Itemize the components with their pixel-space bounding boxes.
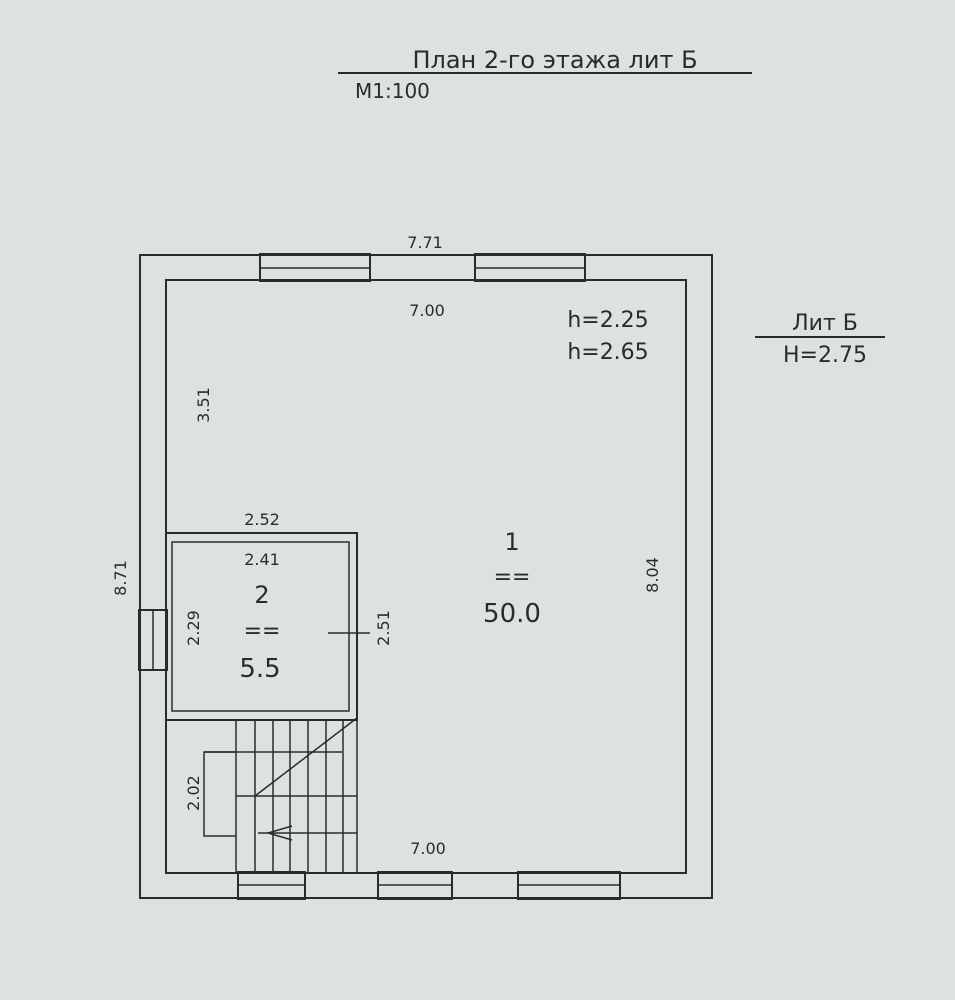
legend-height: H=2.75 — [783, 343, 867, 368]
dim-room2-outer-width: 2.52 — [244, 510, 280, 529]
arrow-left-icon — [265, 825, 293, 841]
window-top-2 — [474, 253, 586, 282]
dim-outer-depth: 8.71 — [111, 560, 130, 596]
height-1: h=2.25 — [567, 308, 648, 333]
room-1-number: 1 — [504, 528, 519, 556]
staircase — [203, 717, 358, 873]
dim-inner-depth: 8.04 — [643, 557, 662, 593]
room-2-walls — [165, 532, 358, 721]
room-2-area: 5.5 — [239, 654, 280, 684]
dim-room2-inner-width: 2.41 — [244, 550, 280, 569]
windows — [138, 253, 621, 900]
dim-room2-depth: 2.29 — [184, 610, 203, 646]
room-1-separator: == — [494, 565, 531, 590]
legend-label: Лит Б — [792, 311, 858, 336]
window-top-1 — [259, 253, 371, 282]
plan-scale: М1:100 — [355, 79, 430, 103]
window-bottom-1 — [237, 871, 306, 900]
dim-left-upper: 3.51 — [194, 387, 213, 423]
room-2-separator: == — [244, 619, 281, 644]
room-2-number: 2 — [254, 581, 269, 609]
dim-inner-width-top: 7.00 — [409, 301, 445, 320]
window-bottom-3 — [517, 871, 621, 900]
window-bottom-2 — [377, 871, 453, 900]
plan-title: План 2-го этажа лит Б — [412, 46, 697, 74]
height-2: h=2.65 — [567, 340, 648, 365]
dim-stair-depth: 2.02 — [184, 775, 203, 811]
dim-inner-width-bottom: 7.00 — [410, 839, 446, 858]
room-1-area: 50.0 — [483, 599, 541, 629]
window-left — [138, 609, 168, 671]
dim-room2-outer-depth: 2.51 — [374, 610, 393, 646]
dim-outer-width: 7.71 — [407, 233, 443, 252]
